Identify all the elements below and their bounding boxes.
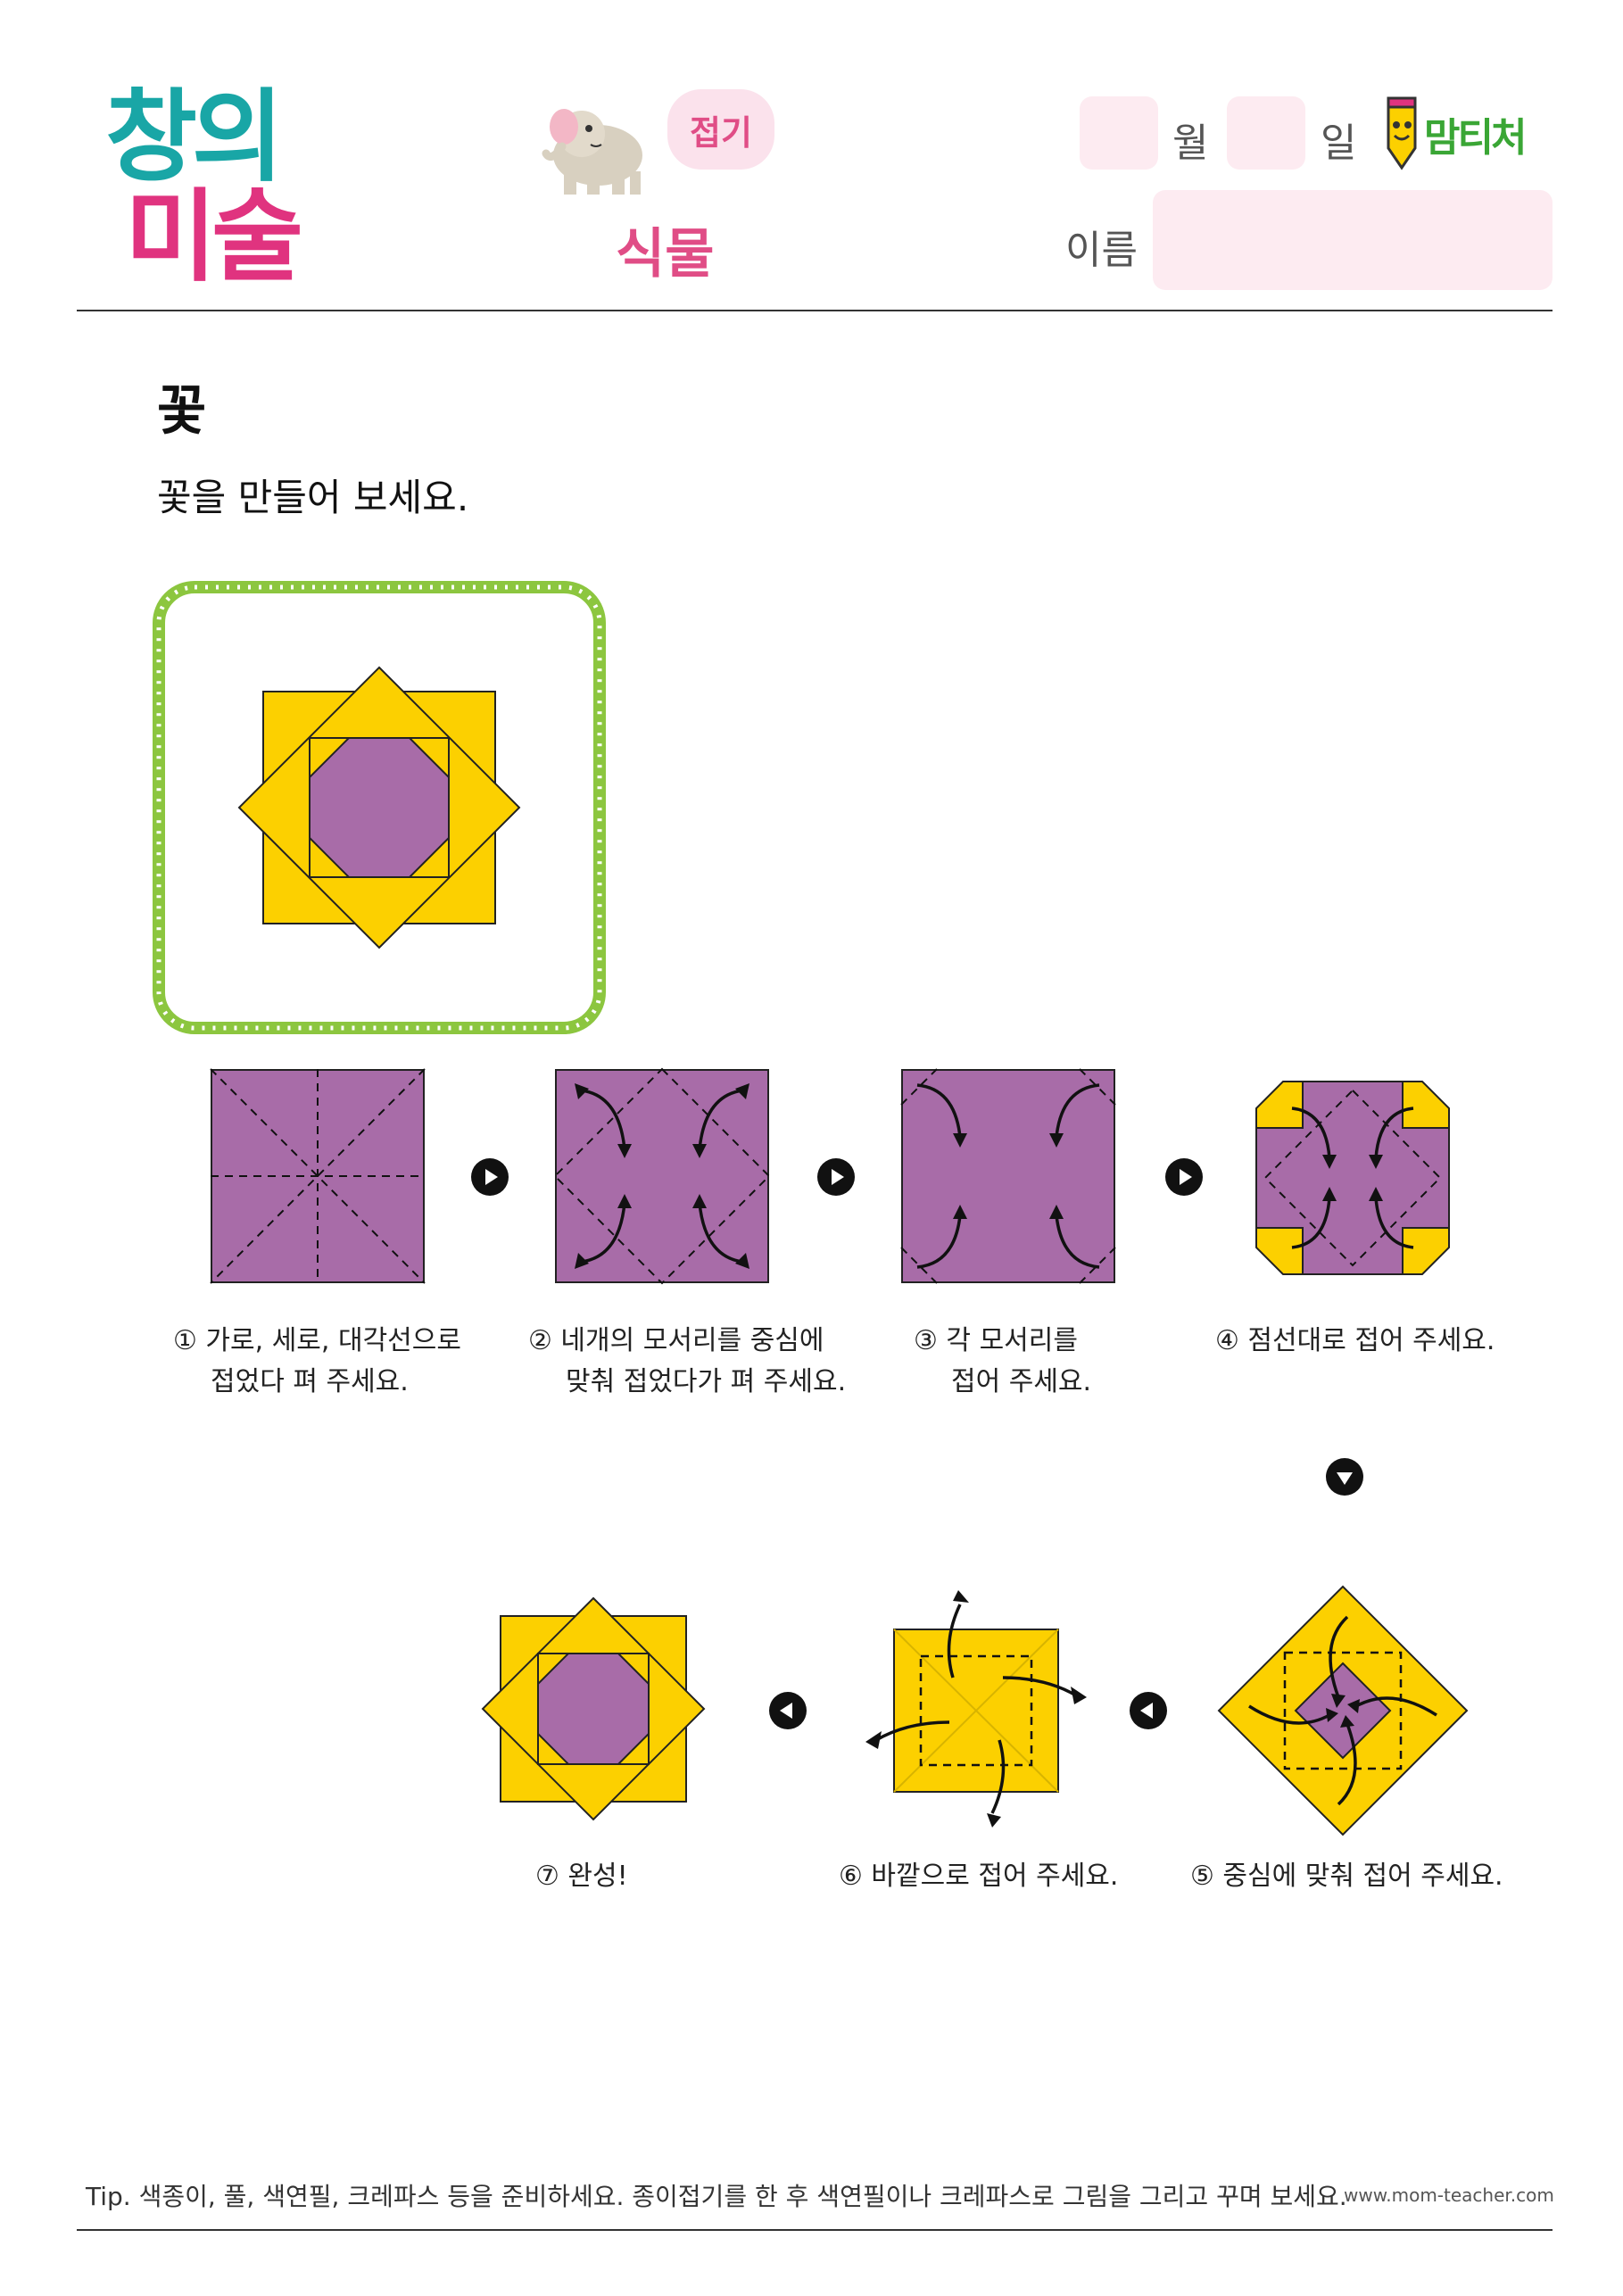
month-label: 월 — [1172, 120, 1209, 166]
step-6-diagram — [865, 1590, 1087, 1828]
header-divider — [77, 310, 1553, 311]
step-2-diagram — [553, 1067, 771, 1285]
finished-preview-frame — [153, 581, 606, 1034]
step-6-text: ⑥ 바깥으로 접어 주세요. — [839, 1861, 1119, 1892]
brand-logo: 맘티처 — [1424, 115, 1527, 161]
step-3-diagram — [900, 1068, 1116, 1284]
step-1-text-line2: 접었다 펴 주세요. — [211, 1366, 409, 1397]
logo-line-2: 미술 — [125, 179, 303, 295]
subject-title: 식물 — [616, 223, 715, 286]
step-1-text-line1: ① 가로, 세로, 대각선으로 — [173, 1325, 461, 1356]
step-7-diagram — [481, 1596, 706, 1821]
step-5-text: ⑤ 중심에 맞춰 접어 주세요. — [1190, 1861, 1503, 1892]
instruction-text: 꽃을 만들어 보세요. — [157, 476, 469, 519]
play-left-icon — [1130, 1692, 1167, 1729]
elephant-icon — [542, 109, 642, 195]
name-field[interactable] — [1153, 190, 1553, 290]
category-tag: 접기 — [667, 89, 774, 170]
footer-tip: Tip. 색종이, 풀, 색연필, 크레파스 등을 준비하세요. 종이접기를 한… — [86, 2182, 1347, 2211]
step-5-diagram — [1217, 1585, 1469, 1836]
play-right-icon — [1165, 1158, 1203, 1196]
day-field[interactable] — [1227, 96, 1305, 170]
pencil-mascot-icon — [1387, 96, 1417, 170]
step-1-diagram — [210, 1068, 426, 1284]
day-label: 일 — [1321, 120, 1357, 166]
footer-url[interactable]: www.mom-teacher.com — [1344, 2184, 1554, 2206]
play-down-icon — [1326, 1458, 1363, 1496]
name-label: 이름 — [1065, 228, 1138, 273]
logo-line-1: 창의 — [105, 79, 284, 195]
step-4-diagram — [1255, 1081, 1450, 1275]
finished-flower — [237, 666, 521, 949]
step-4-text-line1: ④ 점선대로 접어 주세요. — [1215, 1325, 1495, 1356]
step-2-text-line2: 맞춰 접었다가 펴 주세요. — [566, 1366, 847, 1397]
craft-title: 꽃 — [157, 380, 207, 443]
play-right-icon — [471, 1158, 509, 1196]
step-3-text-line1: ③ 각 모서리를 — [914, 1325, 1078, 1356]
step-3-text-line2: 접어 주세요. — [951, 1366, 1092, 1397]
step-7-text: ⑦ 완성! — [535, 1861, 628, 1892]
step-2-text-line1: ② 네개의 모서리를 중심에 — [528, 1325, 824, 1356]
footer-divider — [77, 2229, 1553, 2231]
play-right-icon — [817, 1158, 855, 1196]
play-left-icon — [769, 1692, 807, 1729]
month-field[interactable] — [1080, 96, 1158, 170]
